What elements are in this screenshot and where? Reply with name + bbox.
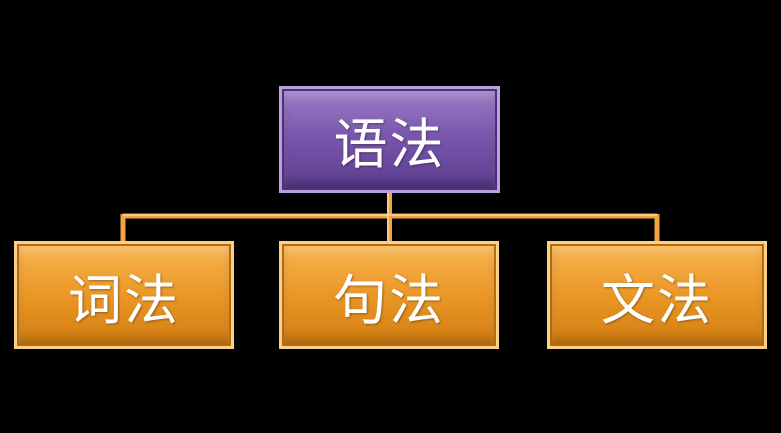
child-node-lexis: 词法	[14, 241, 234, 349]
child-node-label: 词法	[68, 268, 180, 332]
root-node-label: 语法	[333, 113, 446, 176]
child-node-syntax: 句法	[279, 241, 499, 349]
child-node-label: 文法	[601, 268, 713, 332]
child-node-grammar: 文法	[547, 241, 767, 349]
root-node: 语法	[279, 86, 500, 193]
child-node-label: 句法	[333, 268, 445, 332]
